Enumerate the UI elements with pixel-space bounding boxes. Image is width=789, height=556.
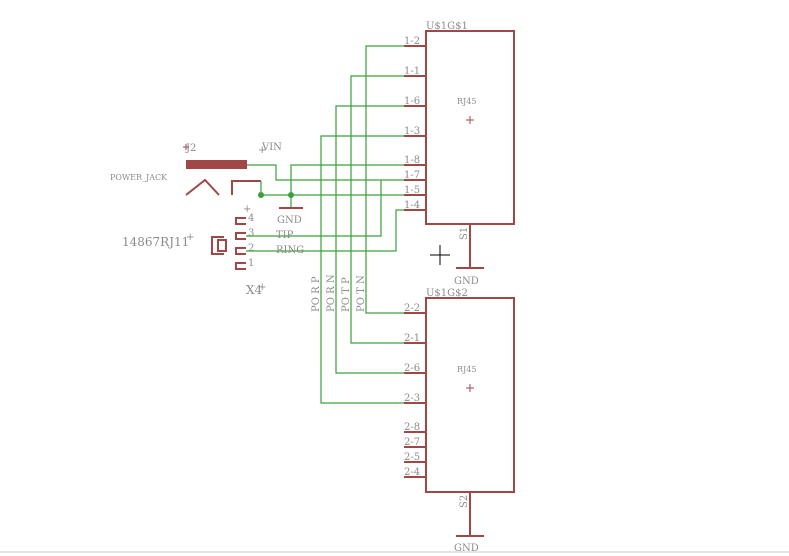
u1-body [425, 30, 515, 225]
vin-net-label: VIN [261, 142, 282, 153]
j2-sleeve-contact [231, 180, 261, 195]
net-po-t-p[interactable] [350, 75, 404, 344]
net-po-t-n[interactable] [365, 45, 404, 314]
u1-pin-label: 1-8 [404, 155, 420, 166]
po-r-n-net-label: PO R N [326, 274, 337, 312]
u1-pin-label: 1-4 [404, 200, 420, 211]
u1-shield-label: S1 [459, 227, 470, 240]
x4-value-label: 14867RJ11 [122, 235, 189, 249]
x4-pin-label: 4 [248, 213, 254, 224]
junction-dot [288, 192, 294, 198]
rj45-connector-u2[interactable]: U$1G$2 RJ45 2-2 2-1 2-6 2-3 2-8 2-7 2-5 … [404, 288, 515, 554]
junction-dot [258, 192, 264, 198]
net-ring-wire[interactable] [246, 209, 404, 252]
x4-name-label: X4 [246, 283, 263, 297]
gnd-label-u2: GND [454, 543, 479, 554]
net-po-r-p[interactable] [320, 135, 404, 404]
x4-pin-label: 1 [248, 258, 254, 269]
j2-pin-bar [186, 160, 247, 169]
x4-pin-label: 3 [248, 228, 254, 239]
net-po-r-n[interactable] [335, 105, 404, 374]
u2-pin-label: 2-5 [404, 452, 420, 463]
net-wires [246, 45, 404, 404]
u2-shield-label: S2 [459, 495, 470, 508]
u1-pin-label: 1-1 [404, 66, 420, 77]
u2-pin-label: 2-2 [404, 303, 420, 314]
u2-pin-label: 2-8 [404, 422, 420, 433]
x4-pin2-bracket [235, 247, 246, 255]
x4-name-cross-icon: + [258, 282, 266, 293]
u2-pin-label: 2-3 [404, 393, 420, 404]
rj11-connector-x4[interactable]: 14867RJ11 + + 4 3 2 1 X4 + [122, 204, 266, 297]
net-vin-wire[interactable] [247, 164, 404, 181]
x4-pin-label: 2 [248, 243, 254, 254]
crosshair-cursor-icon [430, 245, 450, 265]
x4-pin4-bracket [235, 217, 246, 225]
rj45-connector-u1[interactable]: U$1G$1 RJ45 1-2 1-1 1-6 1-3 1-8 1-7 1-5 … [404, 21, 515, 287]
tip-net-label: TIP [276, 230, 294, 241]
u2-body [425, 297, 515, 493]
u1-pin-label: 1-7 [404, 170, 420, 181]
u1-pin-label: 1-6 [404, 96, 420, 107]
u1-name-label: U$1G$1 [426, 21, 468, 32]
u1-value-label: RJ45 [457, 97, 476, 106]
u2-origin-cross-icon [466, 384, 474, 392]
x4-jack-tab [217, 239, 227, 252]
vin-cross-icon: + [258, 145, 266, 156]
x4-jack-body [211, 236, 224, 255]
j2-name-label: J2 [185, 143, 196, 154]
u2-pin-label: 2-4 [404, 467, 420, 478]
ring-net-label: RING [276, 245, 304, 256]
x4-origin-icon: + [186, 232, 194, 243]
u1-pin-label: 1-5 [404, 185, 420, 196]
u2-pin-label: 2-7 [404, 437, 420, 448]
x4-pin3-bracket [235, 232, 246, 240]
po-r-p-net-label: PO R P [311, 276, 322, 312]
u2-value-label: RJ45 [457, 365, 476, 374]
u1-pin-label: 1-3 [404, 126, 420, 137]
u2-pin-label: 2-6 [404, 363, 420, 374]
net-gnd-wire[interactable] [260, 181, 291, 196]
gnd-label-power: GND [277, 215, 302, 226]
j2-value-label: POWER_JACK [110, 173, 168, 182]
po-t-p-net-label: PO T P [341, 277, 352, 312]
po-t-n-net-label: PO T N [356, 275, 367, 312]
j2-contact-wedge [185, 178, 220, 196]
gnd-label-u1: GND [454, 276, 479, 287]
power-jack-j2[interactable]: J2 POWER_JACK [110, 143, 261, 196]
u2-name-label: U$1G$2 [426, 288, 468, 299]
u1-pin-label: 1-2 [404, 36, 420, 47]
net-tip-wire[interactable] [246, 180, 382, 237]
u1-origin-cross-icon [466, 116, 474, 124]
x4-pin1-bracket [235, 262, 246, 270]
u2-pin-label: 2-1 [404, 333, 420, 344]
x4-top-cross-icon: + [243, 204, 251, 215]
